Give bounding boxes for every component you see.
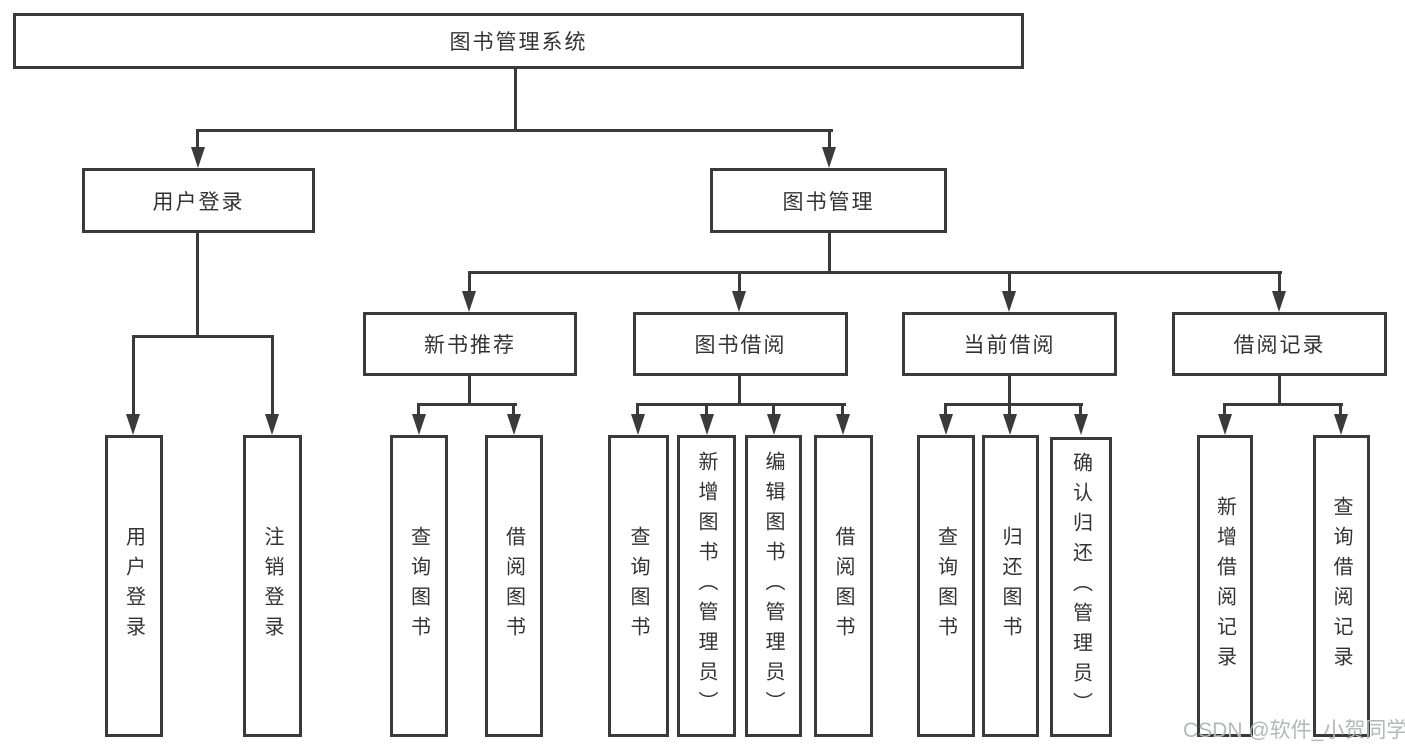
node-new-book-recommend: 新书推荐	[363, 312, 577, 376]
arrow-down-icon	[126, 414, 140, 435]
arrow-down-icon	[836, 414, 850, 435]
csdn-watermark: CSDN @软件_小贺同学	[1183, 719, 1405, 742]
connector-line	[738, 271, 741, 291]
connector-line	[417, 403, 517, 406]
arrow-down-icon	[1218, 414, 1232, 435]
node-cb-confirm-return-admin: 确认归还（管理员）	[1050, 437, 1112, 737]
connector-line	[828, 129, 831, 149]
node-book-management: 图书管理	[710, 168, 947, 233]
connector-line	[1223, 403, 1343, 406]
node-br-query-record: 查询借阅记录	[1313, 435, 1370, 737]
arrow-down-icon	[732, 291, 746, 312]
connector-line	[468, 271, 1282, 274]
node-cb-query-book: 查询图书	[917, 435, 975, 737]
connector-line	[1278, 271, 1281, 291]
connector-line	[1278, 376, 1281, 406]
connector-line	[1008, 271, 1011, 291]
connector-line	[828, 233, 831, 274]
arrow-down-icon	[1002, 291, 1016, 312]
connector-line	[132, 335, 274, 338]
arrow-down-icon	[265, 414, 279, 435]
node-nbr-borrow-book: 借阅图书	[485, 435, 543, 737]
arrow-down-icon	[822, 147, 836, 168]
arrow-down-icon	[1003, 414, 1017, 435]
arrow-down-icon	[507, 414, 521, 435]
connector-line	[512, 403, 515, 415]
node-user-login-branch: 用户登录	[82, 168, 315, 233]
node-bb-add-book-admin: 新增图书（管理员）	[677, 435, 736, 737]
node-bb-borrow-book: 借阅图书	[814, 435, 873, 737]
node-borrowing-records: 借阅记录	[1172, 312, 1387, 376]
connector-line	[271, 335, 274, 415]
connector-line	[738, 376, 741, 406]
connector-line	[468, 376, 471, 406]
arrow-down-icon	[939, 414, 953, 435]
connector-line	[636, 403, 639, 415]
node-nbr-query-book: 查询图书	[390, 435, 448, 737]
node-cb-return-book: 归还图书	[982, 435, 1039, 737]
connector-line	[468, 271, 471, 291]
node-bb-edit-book-admin: 编辑图书（管理员）	[745, 435, 802, 737]
node-bb-query-book: 查询图书	[608, 435, 669, 737]
connector-line	[196, 129, 833, 132]
node-logout: 注销登录	[243, 435, 302, 737]
arrow-down-icon	[412, 414, 426, 435]
connector-line	[1079, 403, 1082, 415]
connector-line	[636, 403, 846, 406]
connector-line	[944, 403, 1083, 406]
connector-line	[1223, 403, 1226, 415]
connector-line	[196, 233, 199, 338]
node-br-add-record: 新增借阅记录	[1197, 435, 1253, 737]
node-book-borrowing: 图书借阅	[633, 312, 848, 376]
arrow-down-icon	[631, 414, 645, 435]
connector-line	[1008, 376, 1011, 406]
arrow-down-icon	[191, 147, 205, 168]
node-user-login: 用户登录	[105, 435, 163, 737]
connector-line	[1008, 403, 1011, 415]
arrow-down-icon	[1272, 291, 1286, 312]
arrow-down-icon	[1074, 414, 1088, 435]
connector-line	[417, 403, 420, 415]
connector-line	[944, 403, 947, 415]
connector-line	[772, 403, 775, 415]
arrow-down-icon	[700, 414, 714, 435]
connector-line	[1339, 403, 1342, 415]
arrow-down-icon	[462, 291, 476, 312]
arrow-down-icon	[1334, 414, 1348, 435]
connector-line	[841, 403, 844, 415]
arrow-down-icon	[767, 414, 781, 435]
connector-line	[705, 403, 708, 415]
connector-line	[196, 129, 199, 149]
node-current-borrowing: 当前借阅	[902, 312, 1117, 376]
connector-line	[132, 335, 135, 415]
node-root: 图书管理系统	[13, 13, 1024, 69]
connector-line	[514, 69, 517, 132]
